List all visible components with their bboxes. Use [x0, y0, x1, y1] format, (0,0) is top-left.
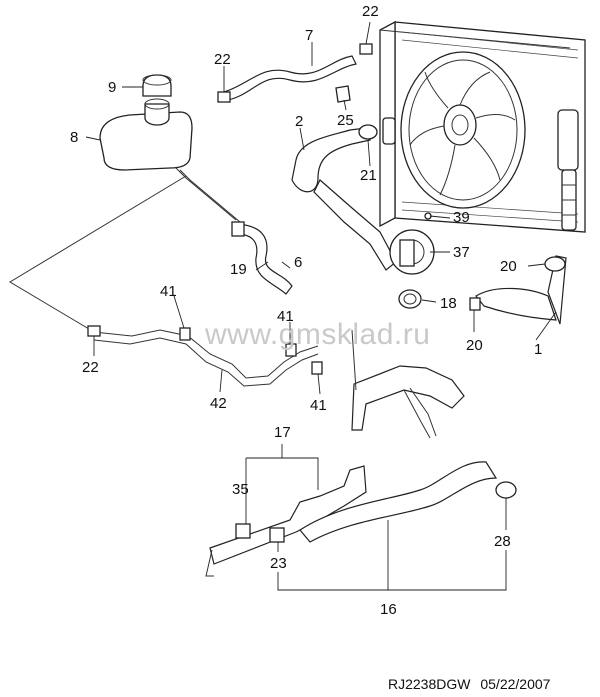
- clamp-22-reservoir: [217, 91, 231, 103]
- callout-16: 16: [380, 601, 397, 618]
- clamp-22-top: [359, 43, 373, 55]
- clamp-22-left: [87, 325, 101, 337]
- callout-19: 19: [230, 261, 247, 278]
- clamp-28: [495, 481, 517, 499]
- cooling-fan: [400, 51, 526, 209]
- clamp-18: [398, 289, 422, 309]
- callout-41-low: 41: [310, 397, 327, 414]
- callout-23: 23: [270, 555, 287, 572]
- callout-20-right: 20: [500, 258, 517, 275]
- callout-20-bottom: 20: [466, 337, 483, 354]
- reservoir-vent-hose: [223, 55, 357, 101]
- callout-6: 6: [294, 254, 303, 271]
- watermark: www.gmsklad.ru: [205, 318, 431, 351]
- coolant-pipe-42: [93, 329, 319, 387]
- clip-41-mid: [285, 343, 297, 357]
- callout-18: 18: [440, 295, 457, 312]
- callout-25: 25: [337, 112, 354, 129]
- leader-lines: [85, 21, 557, 591]
- clamp-21: [358, 124, 378, 140]
- clamp-23: [269, 527, 285, 543]
- reservoir-overflow-tube: [9, 167, 241, 333]
- callout-41-left: 41: [160, 283, 177, 300]
- drawing-footer: RJ2238DGW 05/22/2007: [388, 676, 550, 692]
- callout-41-mid: 41: [277, 308, 294, 325]
- callout-28: 28: [494, 533, 511, 550]
- radiator-fan-assembly: [379, 20, 586, 233]
- callout-39: 39: [453, 209, 470, 226]
- drawing-code: RJ2238DGW: [388, 676, 471, 692]
- water-outlet-pipe: [351, 329, 465, 439]
- callout-22-top: 22: [362, 3, 379, 20]
- clip-25: [335, 85, 351, 103]
- clamp-19: [231, 221, 245, 237]
- callout-17: 17: [274, 424, 291, 441]
- fan-motor-and-relay: [557, 109, 579, 231]
- callout-8: 8: [70, 129, 79, 146]
- callout-22-reservoir: 22: [214, 51, 231, 68]
- callout-21: 21: [360, 167, 377, 184]
- thermostat-housing: [389, 229, 435, 275]
- callout-35: 35: [232, 481, 249, 498]
- callout-7: 7: [305, 27, 314, 44]
- clamp-20-right: [544, 256, 566, 272]
- heater-hose-assembly: [205, 461, 498, 577]
- clip-41-left: [179, 327, 191, 341]
- coolant-reservoir: [99, 98, 193, 171]
- callout-22-left: 22: [82, 359, 99, 376]
- radiator-inlet-hose: [291, 127, 397, 271]
- callout-9: 9: [108, 79, 117, 96]
- clamp-35: [235, 523, 251, 539]
- callout-42: 42: [210, 395, 227, 412]
- callout-1: 1: [534, 341, 543, 358]
- reservoir-cap: [142, 74, 172, 97]
- callout-37: 37: [453, 244, 470, 261]
- callout-2: 2: [295, 113, 304, 130]
- radiator-core-fins: [401, 31, 579, 223]
- drawing-date: 05/22/2007: [480, 676, 551, 692]
- clip-41-low: [311, 361, 323, 375]
- clamp-20-bottom: [469, 297, 481, 311]
- bypass-hose: [235, 223, 293, 295]
